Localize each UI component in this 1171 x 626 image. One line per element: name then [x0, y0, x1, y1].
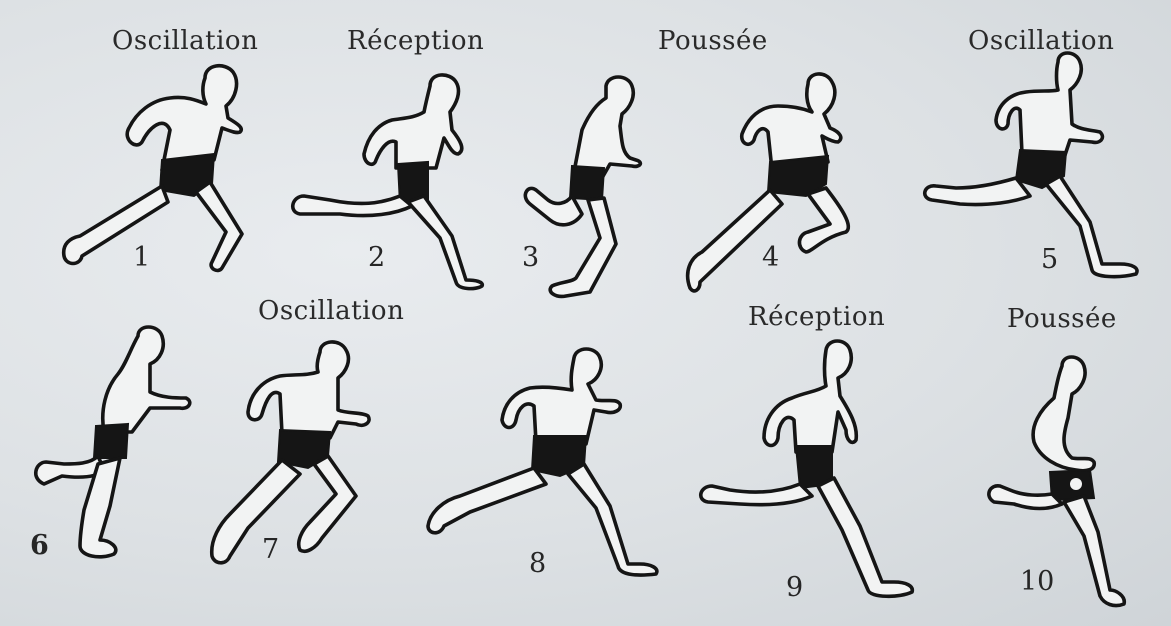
- runner-figure-3: [525, 77, 640, 296]
- runner-figure-8: [428, 349, 657, 575]
- runner-figure-7: [212, 342, 369, 563]
- runner-figure-2: [293, 75, 483, 289]
- runner-figure-9: [701, 341, 913, 596]
- runner-figure-1: [64, 66, 242, 271]
- runner-figure-10: [989, 357, 1124, 606]
- runner-figure-6: [36, 327, 190, 557]
- runner-figure-4: [688, 74, 849, 291]
- runner-figure-5: [925, 53, 1137, 277]
